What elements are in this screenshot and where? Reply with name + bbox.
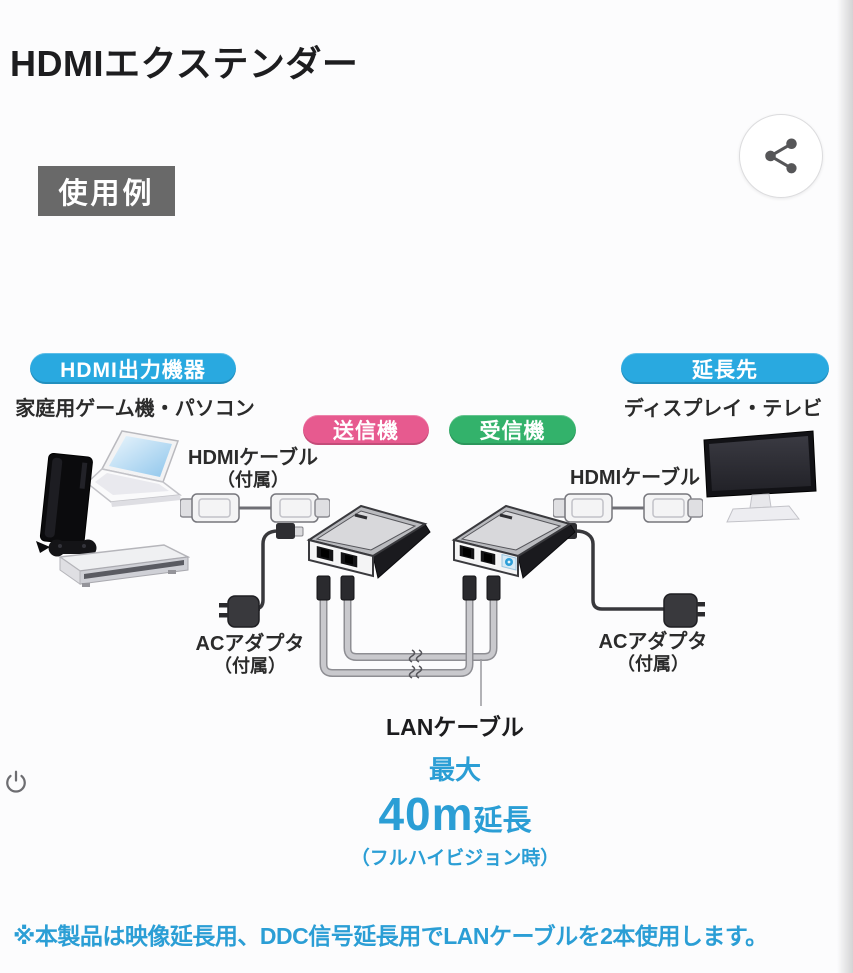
hdmi-cable-left-illustration <box>180 493 330 523</box>
hdmi-cable-right-label-line1: HDMIケーブル <box>570 467 700 489</box>
lan-cable-label: LANケーブル <box>386 714 524 740</box>
hdmi-cable-right-illustration <box>553 493 703 523</box>
ac-adapter-right-label: ACアダプタ （付属） <box>578 630 728 676</box>
destination-pill: 延長先 <box>621 353 829 384</box>
hdmi-cable-left-label-line1: HDMIケーブル <box>188 447 318 469</box>
distance-row: 40m 延長 <box>345 787 565 841</box>
footnote: ※本製品は映像延長用、DDC信号延長用でLANケーブルを2本使用します。 <box>13 923 768 949</box>
receiver-device-illustration <box>451 504 576 579</box>
ac-adapter-left-label-line2: （付属） <box>214 656 286 676</box>
dvd-player-illustration <box>57 544 190 587</box>
receiver-pill: 受信機 <box>449 415 576 445</box>
usage-example-badge: 使用例 <box>38 166 175 216</box>
laptop-illustration <box>85 430 182 507</box>
distance-condition: （フルハイビジョン時） <box>350 848 560 869</box>
ac-adapter-left-label: ACアダプタ （付属） <box>175 632 325 678</box>
power-button[interactable] <box>1 766 35 800</box>
distance-value: 40m <box>378 788 474 840</box>
transmitter-pill: 送信機 <box>303 415 429 445</box>
ac-adapter-left-label-line1: ACアダプタ <box>195 633 305 655</box>
destination-caption: ディスプレイ・テレビ <box>623 398 823 420</box>
page-title: HDMIエクステンダー <box>10 43 359 85</box>
hdmi-cable-left-label: HDMIケーブル （付属） <box>178 446 328 492</box>
max-distance-label: 最大 <box>428 755 481 785</box>
hdmi-cable-left-label-line2: （付属） <box>217 470 289 490</box>
share-button[interactable] <box>739 114 823 198</box>
power-icon <box>6 770 26 793</box>
ac-adapter-right-label-line1: ACアダプタ <box>598 631 708 653</box>
distance-suffix: 延長 <box>473 805 532 837</box>
lan-distance-block: LANケーブル 最大 40m 延長 （フルハイビジョン時） <box>345 708 565 870</box>
hdmi-cable-right-label: HDMIケーブル <box>560 466 710 490</box>
source-caption: 家庭用ゲーム機・パソコン <box>15 398 255 420</box>
share-icon <box>765 138 797 174</box>
game-console-illustration <box>36 453 97 557</box>
monitor-illustration <box>703 430 817 523</box>
ac-adapter-right-label-line2: （付属） <box>617 654 689 674</box>
hdmi-source-pill: HDMI出力機器 <box>30 353 236 384</box>
transmitter-device-illustration <box>306 504 431 579</box>
